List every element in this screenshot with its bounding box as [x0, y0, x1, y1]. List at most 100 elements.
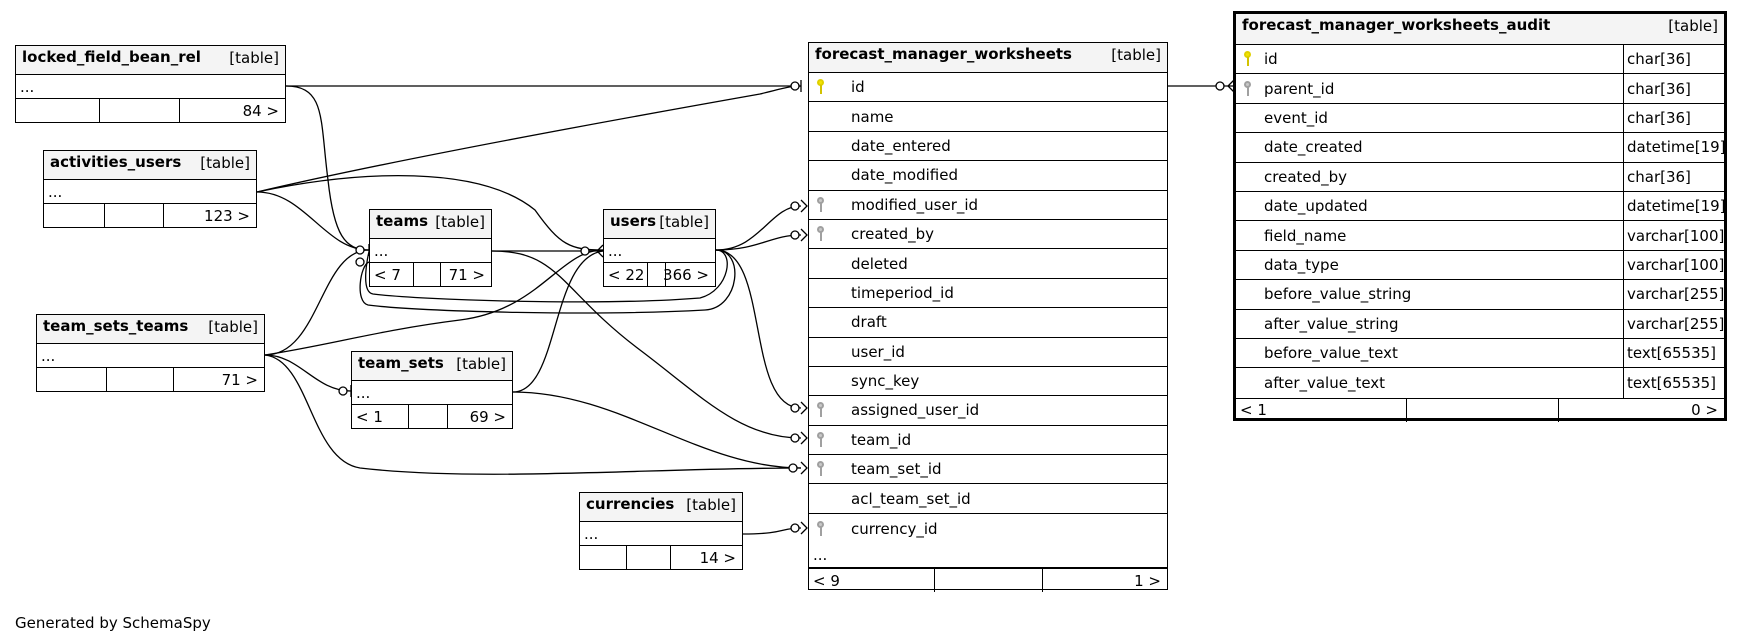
column-row[interactable]: created_by	[809, 220, 1167, 250]
child-count[interactable]: 1 >	[1134, 571, 1161, 590]
child-count[interactable]: 69 >	[469, 407, 506, 426]
generated-by-note: Generated by SchemaSpy	[15, 614, 211, 632]
edge-team-sets-teams-to-teams	[264, 249, 370, 356]
child-count[interactable]: 0 >	[1691, 401, 1718, 420]
table-type: [table]	[686, 496, 736, 514]
column-type: char[36]	[1623, 74, 1724, 103]
table-footer: 71 >	[37, 368, 264, 391]
foreign-key-icon	[817, 402, 825, 418]
child-count[interactable]: 123 >	[204, 206, 250, 225]
table-name: team_sets	[358, 354, 444, 372]
table-name: currencies	[586, 495, 675, 513]
table-type: [table]	[456, 355, 506, 373]
table-activities-users[interactable]: activities_users [table] ... 123 >	[43, 150, 257, 228]
column-name: date_modified	[851, 166, 958, 185]
table-teams[interactable]: teams [table] ... < 7 71 >	[369, 209, 492, 287]
table-name: forecast_manager_worksheets_audit	[1242, 16, 1551, 34]
table-footer: < 22 366 >	[604, 263, 715, 286]
column-name: after_value_text	[1264, 373, 1386, 392]
column-ellipsis-row: ...	[37, 344, 264, 368]
column-ellipsis-row: ...	[604, 239, 715, 263]
column-row[interactable]: id char[36]	[1236, 45, 1724, 75]
table-currencies[interactable]: currencies [table] ... 14 >	[579, 492, 743, 570]
child-count[interactable]: 71 >	[221, 370, 258, 389]
foreign-key-icon	[817, 461, 825, 477]
column-type: char[36]	[1623, 103, 1724, 133]
table-footer: < 9 1 >	[809, 568, 1167, 593]
column-row[interactable]: sync_key	[809, 367, 1167, 397]
table-team-sets-teams[interactable]: team_sets_teams [table] ... 71 >	[36, 314, 265, 392]
primary-key-icon	[817, 79, 825, 95]
column-row[interactable]: team_id	[809, 426, 1167, 456]
column-name: id	[1264, 50, 1278, 69]
column-name: field_name	[1264, 226, 1347, 245]
table-footer: < 1 69 >	[352, 405, 512, 428]
column-row[interactable]: currency_id	[809, 514, 1167, 543]
table-users[interactable]: users [table] ... < 22 366 >	[603, 209, 716, 287]
column-name: date_created	[1264, 138, 1363, 157]
column-row[interactable]: deleted	[809, 249, 1167, 279]
column-row[interactable]: assigned_user_id	[809, 396, 1167, 426]
edge-users-loop-2	[359, 249, 736, 314]
edge-activities-to-users	[256, 174, 604, 251]
column-type: char[36]	[1623, 162, 1724, 191]
table-footer: 14 >	[580, 546, 742, 569]
child-count[interactable]: 84 >	[242, 101, 279, 120]
column-name: sync_key	[851, 372, 920, 391]
child-count[interactable]: 366 >	[663, 265, 709, 284]
parent-count[interactable]: < 1	[356, 407, 383, 426]
column-row[interactable]: event_id char[36]	[1236, 103, 1724, 134]
table-footer: 84 >	[16, 99, 285, 122]
column-name: id	[851, 78, 865, 97]
column-row[interactable]: team_set_id	[809, 455, 1167, 485]
column-row[interactable]: after_value_text text[65535]	[1236, 368, 1724, 398]
edge-users-loop-1	[365, 249, 728, 303]
column-row[interactable]: draft	[809, 308, 1167, 338]
parent-count[interactable]: < 1	[1240, 401, 1267, 420]
column-type: char[36]	[1623, 45, 1724, 74]
column-name: event_id	[1264, 108, 1328, 127]
edge-team-sets-to-users	[512, 250, 604, 393]
column-type: varchar[100]	[1623, 250, 1724, 280]
column-row[interactable]: acl_team_set_id	[809, 484, 1167, 514]
column-name: user_id	[851, 342, 905, 361]
child-count[interactable]: 71 >	[448, 265, 485, 284]
column-row[interactable]: modified_user_id	[809, 191, 1167, 220]
table-name: teams	[376, 212, 429, 230]
column-row[interactable]: timeperiod_id	[809, 279, 1167, 309]
column-type: text[65535]	[1623, 368, 1724, 398]
table-name: team_sets_teams	[43, 317, 189, 335]
parent-count[interactable]: < 7	[374, 265, 401, 284]
column-row[interactable]: id	[809, 73, 1167, 103]
edge-team-sets-teams-to-users	[264, 249, 604, 356]
column-name: created_by	[1264, 167, 1348, 186]
column-row[interactable]: date_entered	[809, 132, 1167, 162]
table-footer: 123 >	[44, 204, 256, 227]
column-row[interactable]: date_modified	[809, 161, 1167, 191]
table-type: [table]	[229, 49, 279, 67]
column-row[interactable]: name	[809, 102, 1167, 132]
parent-count[interactable]: < 22	[608, 265, 645, 284]
child-count[interactable]: 14 >	[699, 548, 736, 567]
table-forecast-manager-worksheets-audit[interactable]: forecast_manager_worksheets_audit [table…	[1233, 11, 1727, 422]
parent-count[interactable]: < 9	[813, 571, 840, 590]
column-name: acl_team_set_id	[851, 489, 971, 508]
table-locked-field-bean-rel[interactable]: locked_field_bean_rel [table] ... 84 >	[15, 45, 286, 123]
table-name: users	[610, 212, 657, 230]
column-ellipsis-row: ...	[44, 180, 256, 204]
column-row[interactable]: user_id	[809, 338, 1167, 367]
table-team-sets[interactable]: team_sets [table] ... < 1 69 >	[351, 351, 513, 429]
column-name: team_id	[851, 430, 912, 449]
foreign-key-icon	[817, 520, 825, 537]
column-row[interactable]: created_by char[36]	[1236, 162, 1724, 192]
